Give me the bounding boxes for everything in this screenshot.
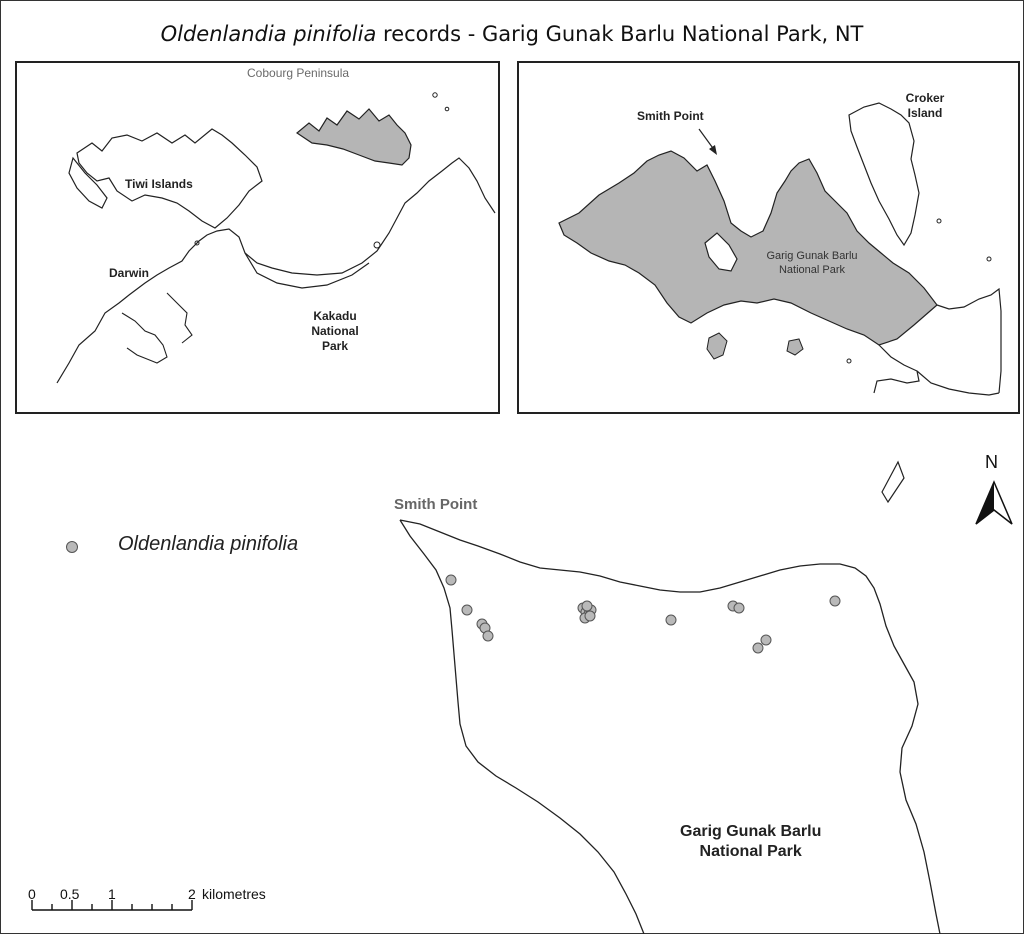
record-points xyxy=(445,574,841,654)
legend-record-icon xyxy=(66,541,78,553)
record-point xyxy=(482,630,494,642)
scale-bar-ticks xyxy=(31,900,193,910)
island xyxy=(706,332,728,360)
scale-bar xyxy=(31,900,193,911)
cobourg-peninsula-shape xyxy=(295,108,412,166)
east-coast xyxy=(936,287,1002,394)
mainland-coast xyxy=(56,157,496,384)
inner-bay xyxy=(704,232,738,272)
main-label-smith-point: Smith Point xyxy=(394,496,478,513)
record-point xyxy=(584,610,596,622)
label-croker-island: Croker Island xyxy=(897,91,953,121)
main-map xyxy=(399,460,1013,934)
tiwi-islands-west xyxy=(68,156,108,209)
title-species: Oldenlandia pinifolia xyxy=(160,22,377,46)
main-label-park-line-2: National Park xyxy=(699,843,802,860)
inset-map-regional: Cobourg Peninsula Tiwi Islands Darwin Ka… xyxy=(15,61,500,414)
scale-tick-2: 2 xyxy=(188,886,196,902)
legend-label: Oldenlandia pinifolia xyxy=(118,533,299,555)
label-croker-line-1: Croker xyxy=(905,91,945,105)
small-island-shape xyxy=(881,460,905,504)
smith-point-arrowhead-icon xyxy=(709,145,717,155)
south-coast xyxy=(873,344,920,394)
island xyxy=(444,106,450,112)
label-kakadu-line-1: Kakadu xyxy=(313,309,357,323)
croker-island-shape xyxy=(848,102,920,247)
island xyxy=(194,240,200,246)
scale-tick-0: 0 xyxy=(28,886,36,902)
scale-tick-0-5: 0.5 xyxy=(60,886,80,902)
darwin-harbour xyxy=(121,312,168,364)
south-bay xyxy=(916,370,1000,396)
label-tiwi-islands: Tiwi Islands xyxy=(125,177,193,191)
record-point xyxy=(445,574,457,586)
record-point xyxy=(752,642,764,654)
mainland-bay xyxy=(244,252,370,289)
record-point xyxy=(760,634,772,646)
darwin-harbour-inlet xyxy=(166,292,193,344)
tiwi-islands-shape xyxy=(76,128,263,229)
record-point xyxy=(829,595,841,607)
regional-coastline xyxy=(56,92,496,384)
peninsula-outline xyxy=(399,519,941,934)
map-title: Oldenlandia pinifolia records - Garig Gu… xyxy=(0,22,1024,46)
scale-unit: kilometres xyxy=(202,886,266,902)
record-point xyxy=(733,602,745,614)
peninsula-west-coast xyxy=(399,519,645,934)
label-park-line-2: National Park xyxy=(778,264,846,276)
island xyxy=(373,241,381,249)
label-smith-point: Smith Point xyxy=(637,109,704,123)
inset-map-peninsula: Smith Point Croker Island Garig Gunak Ba… xyxy=(517,61,1020,414)
label-kakadu-line-2: National xyxy=(311,324,359,338)
scale-tick-1: 1 xyxy=(108,886,116,902)
label-cobourg-peninsula: Cobourg Peninsula xyxy=(247,66,350,80)
record-point xyxy=(581,600,593,612)
main-label-park: Garig Gunak Barlu National Park xyxy=(680,822,821,862)
label-kakadu-line-3: Park xyxy=(321,339,349,353)
island xyxy=(936,218,942,224)
record-point xyxy=(665,614,677,626)
island xyxy=(846,358,852,364)
label-croker-line-2: Island xyxy=(907,106,943,120)
title-rest: records - Garig Gunak Barlu National Par… xyxy=(376,22,864,46)
label-park: Garig Gunak Barlu National Park xyxy=(747,249,877,277)
label-park-line-1: Garig Gunak Barlu xyxy=(766,250,858,262)
main-label-park-line-1: Garig Gunak Barlu xyxy=(680,823,822,840)
peninsula-coastline xyxy=(558,102,1002,396)
label-darwin: Darwin xyxy=(109,266,150,280)
north-arrow-left-half xyxy=(976,482,994,524)
island xyxy=(786,338,804,356)
label-kakadu: Kakadu National Park xyxy=(305,309,365,354)
island xyxy=(986,256,992,262)
island xyxy=(432,92,438,98)
park-boundary-shape xyxy=(558,150,938,346)
north-label: N xyxy=(985,452,998,472)
record-point xyxy=(461,604,473,616)
